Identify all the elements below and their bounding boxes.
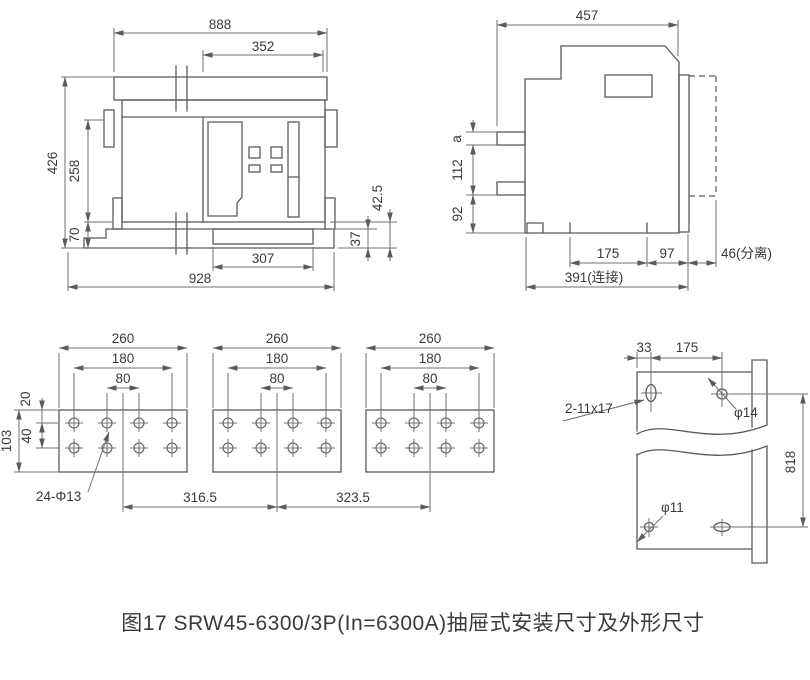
dim-phase-pitch-left: 316.5 [183, 490, 217, 505]
side-view-outline [496, 45, 717, 234]
cradle-body [121, 99, 326, 223]
left-side-tab [103, 109, 115, 148]
side-view-dimensions: 457 a 112 92 175 97 46(分离) 391(连接) [449, 8, 772, 291]
dim-plate2-width: 260 [266, 331, 289, 346]
figure-caption: 图17 SRW45-6300/3P(In=6300A)抽屉式安装尺寸及外形尺寸 [121, 612, 704, 635]
dim-connected-depth: 391(连接) [565, 269, 624, 285]
label-bottom-hole-dia: φ11 [661, 500, 684, 515]
dim-foot-pitch: 175 [597, 246, 620, 261]
left-lower-tab [112, 197, 123, 230]
rear-flange [678, 74, 690, 233]
nameplate-window [604, 74, 653, 98]
button-top-left [248, 146, 261, 159]
dim-body-height: 258 [67, 160, 82, 183]
separated-position-outline [689, 75, 717, 197]
dim-plate3-outer-pitch: 180 [419, 351, 442, 366]
break-lines [175, 65, 188, 255]
indicator-left [248, 164, 261, 173]
dim-base-height-inner: 37 [348, 231, 363, 246]
right-side-tab [324, 109, 338, 148]
dim-bottom-clearance: 92 [450, 206, 465, 221]
busbar-dimensions: 260 180 80 260 180 80 260 180 80 20 40 1… [0, 331, 495, 512]
dim-overall-height: 426 [45, 152, 60, 175]
dim-plate-height: 103 [0, 430, 14, 453]
front-view-dimensions: 888 352 426 258 70 37 42.5 307 928 [45, 17, 397, 291]
dim-bracket-hole-pitch: 175 [676, 340, 699, 355]
dim-base-height-outer: 42.5 [370, 185, 385, 211]
bracket-outline [636, 359, 768, 564]
button-top-right [270, 146, 283, 159]
base-cutout [212, 228, 314, 245]
dim-plate2-outer-pitch: 180 [266, 351, 289, 366]
lower-terminal [496, 181, 526, 196]
dim-row-pitch: 40 [19, 428, 34, 443]
break-wave [636, 424, 768, 456]
dim-base-width: 928 [189, 271, 212, 286]
dim-plate3-width: 260 [419, 331, 442, 346]
dim-rear-offset: 97 [659, 246, 674, 261]
dim-edge-to-first-row: 20 [18, 391, 33, 406]
right-lower-tab [324, 197, 336, 230]
upper-terminal [496, 131, 526, 146]
dim-separated-travel: 46(分离) [721, 245, 772, 261]
dim-phase-pitch-right: 323.5 [336, 490, 370, 505]
dim-depth: 457 [576, 8, 599, 23]
front-view: 888 352 426 258 70 37 42.5 307 928 [45, 17, 397, 291]
label-top-hole-dia: φ14 [734, 405, 758, 420]
dim-panel-width: 352 [252, 39, 275, 54]
label-slots-note: 2-11x17 [565, 401, 613, 416]
indicator-right [270, 164, 283, 173]
dim-base-cutout-width: 307 [252, 251, 275, 266]
dim-slot-offset: 33 [636, 340, 651, 355]
bracket-dimensions: 33 175 2-11x17 φ14 818 φ11 [562, 340, 808, 543]
dim-terminal-thickness: a [449, 135, 464, 143]
label-holes-note: 24-Φ13 [36, 489, 81, 504]
dim-plate3-inner-pitch: 80 [422, 371, 437, 386]
side-view: 457 a 112 92 175 97 46(分离) 391(连接) [449, 8, 772, 291]
front-view-outline [83, 65, 338, 255]
dim-plate1-inner-pitch: 80 [115, 371, 130, 386]
dim-base-offset: 70 [67, 227, 82, 242]
dim-overall-width: 888 [209, 17, 232, 32]
side-strip [287, 121, 300, 218]
mounting-bracket-view: 33 175 2-11x17 φ14 818 φ11 [562, 340, 808, 564]
breaker-escutcheon [207, 121, 243, 217]
base-plate [83, 228, 335, 249]
dim-plate1-outer-pitch: 180 [112, 351, 135, 366]
side-body [524, 45, 680, 234]
busbar-drilling-view: 260 180 80 260 180 80 260 180 80 20 40 1… [0, 331, 495, 512]
dim-plate1-width: 260 [112, 331, 135, 346]
dim-terminal-pitch: 112 [450, 159, 465, 181]
dim-plate2-inner-pitch: 80 [269, 371, 284, 386]
cradle-top-rail [113, 76, 328, 101]
dim-bracket-height: 818 [783, 451, 798, 474]
